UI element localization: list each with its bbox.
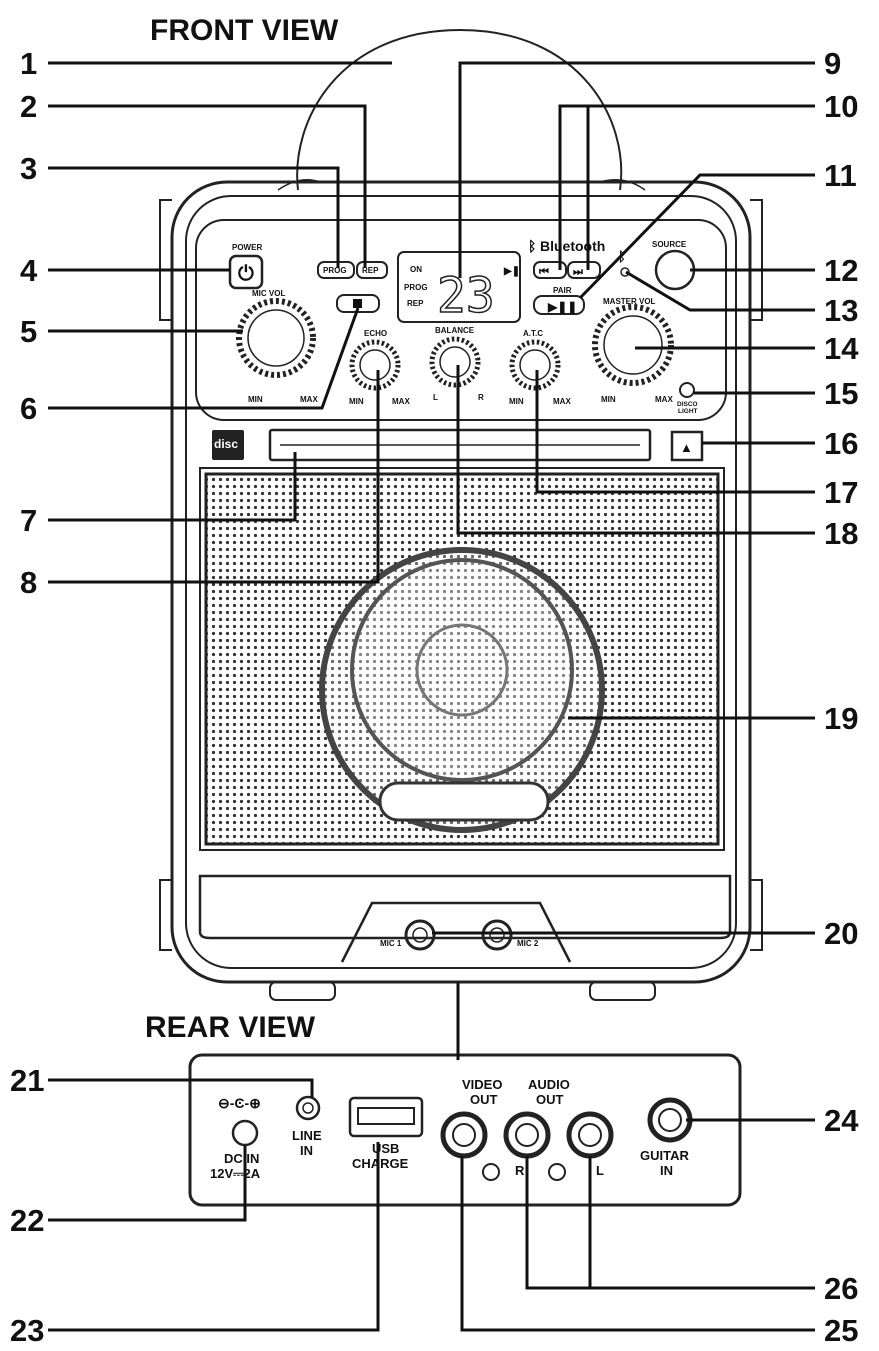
balance-label: BALANCE bbox=[435, 326, 475, 335]
display-digits: 23 bbox=[437, 268, 495, 324]
callout-10: 10 bbox=[824, 89, 858, 124]
pair-label: PAIR bbox=[553, 286, 572, 295]
audio-out-label-2: OUT bbox=[536, 1092, 564, 1107]
rear-view-device: ⊖-Ͼ-⊕ DC IN 12V⎓2A LINE IN USB CHARGE VI… bbox=[188, 1053, 742, 1207]
video-out-label-2: OUT bbox=[470, 1092, 498, 1107]
audio-l-label: L bbox=[596, 1163, 604, 1178]
callout-21: 21 bbox=[10, 1063, 44, 1098]
callout-3: 3 bbox=[20, 151, 37, 186]
callout-23: 23 bbox=[10, 1313, 44, 1348]
callout-1: 1 bbox=[20, 46, 37, 81]
atc-min-label: MIN bbox=[509, 397, 524, 406]
callout-19: 19 bbox=[824, 701, 858, 736]
callout-8: 8 bbox=[20, 565, 37, 600]
power-icon: ⏻ bbox=[238, 263, 254, 285]
callout-numbers: 1 2 3 4 5 6 7 8 9 10 11 12 13 14 15 16 1… bbox=[10, 46, 859, 1348]
master-vol-min-label: MIN bbox=[601, 395, 616, 404]
bass-port bbox=[378, 781, 550, 822]
dc-in-label-1: DC IN bbox=[224, 1151, 259, 1166]
mic-vol-min-label: MIN bbox=[248, 395, 263, 404]
callout-9: 9 bbox=[824, 46, 841, 81]
line-in-label-1: LINE bbox=[292, 1128, 322, 1143]
prev-track-icon: ⏮ bbox=[539, 266, 549, 278]
source-label: SOURCE bbox=[652, 240, 687, 249]
display-prog-label: PROG bbox=[404, 283, 428, 292]
bluetooth-label: Bluetooth bbox=[540, 238, 605, 254]
disco-light-label-2: LIGHT bbox=[678, 408, 698, 415]
woofer-ring bbox=[319, 547, 605, 833]
usb-label-2: CHARGE bbox=[352, 1156, 409, 1171]
rep-button-label: REP bbox=[362, 266, 379, 275]
master-vol-label: MASTER VOL bbox=[603, 297, 656, 306]
callout-13: 13 bbox=[824, 293, 858, 328]
play-pause-icon: ▶❚❚ bbox=[547, 300, 577, 315]
balance-l-label: L bbox=[433, 393, 438, 402]
disco-light-label-1: DISCO bbox=[677, 401, 698, 408]
echo-max-label: MAX bbox=[392, 397, 410, 406]
audio-out-label-1: AUDIO bbox=[528, 1077, 570, 1092]
mic-vol-label: MIC VOL bbox=[252, 289, 285, 298]
atc-label: A.T.C bbox=[523, 329, 543, 338]
front-view-heading: FRONT VIEW bbox=[150, 14, 339, 47]
callout-12: 12 bbox=[824, 253, 858, 288]
leader-lines bbox=[48, 61, 815, 1332]
rear-view-heading: REAR VIEW bbox=[145, 1011, 316, 1044]
mic1-label: MIC 1 bbox=[380, 939, 402, 948]
next-track-icon: ⏭ bbox=[573, 266, 583, 278]
callout-22: 22 bbox=[10, 1203, 44, 1238]
callout-16: 16 bbox=[824, 426, 858, 461]
balance-r-label: R bbox=[478, 393, 484, 402]
mic-vol-max-label: MAX bbox=[300, 395, 318, 404]
master-vol-max-label: MAX bbox=[655, 395, 673, 404]
display-rep-label: REP bbox=[407, 299, 424, 308]
callout-17: 17 bbox=[824, 475, 858, 510]
echo-label: ECHO bbox=[364, 329, 387, 338]
display-play-pause-icon: ▶❚ bbox=[503, 266, 520, 277]
callout-26: 26 bbox=[824, 1271, 858, 1306]
atc-max-label: MAX bbox=[553, 397, 571, 406]
callout-4: 4 bbox=[20, 253, 38, 288]
callout-25: 25 bbox=[824, 1313, 858, 1348]
prog-button-label: PROG bbox=[323, 266, 347, 275]
video-out-label-1: VIDEO bbox=[462, 1077, 502, 1092]
callout-11: 11 bbox=[824, 158, 857, 193]
mic2-label: MIC 2 bbox=[517, 939, 539, 948]
dc-polarity-icon: ⊖-Ͼ-⊕ bbox=[218, 1095, 261, 1111]
callout-15: 15 bbox=[824, 376, 858, 411]
callout-5: 5 bbox=[20, 314, 37, 349]
dc-in-label-2: 12V⎓2A bbox=[210, 1166, 261, 1181]
power-label: POWER bbox=[232, 243, 262, 252]
guitar-in-label-2: IN bbox=[660, 1163, 673, 1178]
eject-icon: ▲ bbox=[680, 440, 693, 455]
callout-6: 6 bbox=[20, 391, 37, 426]
audio-r-label: R bbox=[515, 1163, 525, 1178]
disc-logo-text: disc bbox=[214, 437, 238, 451]
line-in-label-2: IN bbox=[300, 1143, 313, 1158]
bluetooth-icon: ᛒ bbox=[528, 238, 536, 254]
callout-24: 24 bbox=[824, 1103, 859, 1138]
callout-18: 18 bbox=[824, 516, 858, 551]
front-view-device: ⏻ POWER PROG REP ON PROG REP 23 ▶❚ ᛒ Blu… bbox=[159, 28, 763, 1001]
usb-label-1: USB bbox=[372, 1141, 399, 1156]
callout-2: 2 bbox=[20, 89, 37, 124]
stop-icon bbox=[353, 299, 362, 308]
callout-14: 14 bbox=[824, 331, 859, 366]
echo-min-label: MIN bbox=[349, 397, 364, 406]
callout-20: 20 bbox=[824, 916, 858, 951]
callout-7: 7 bbox=[20, 503, 37, 538]
guitar-in-label-1: GUITAR bbox=[640, 1148, 689, 1163]
display-on-label: ON bbox=[410, 265, 422, 274]
